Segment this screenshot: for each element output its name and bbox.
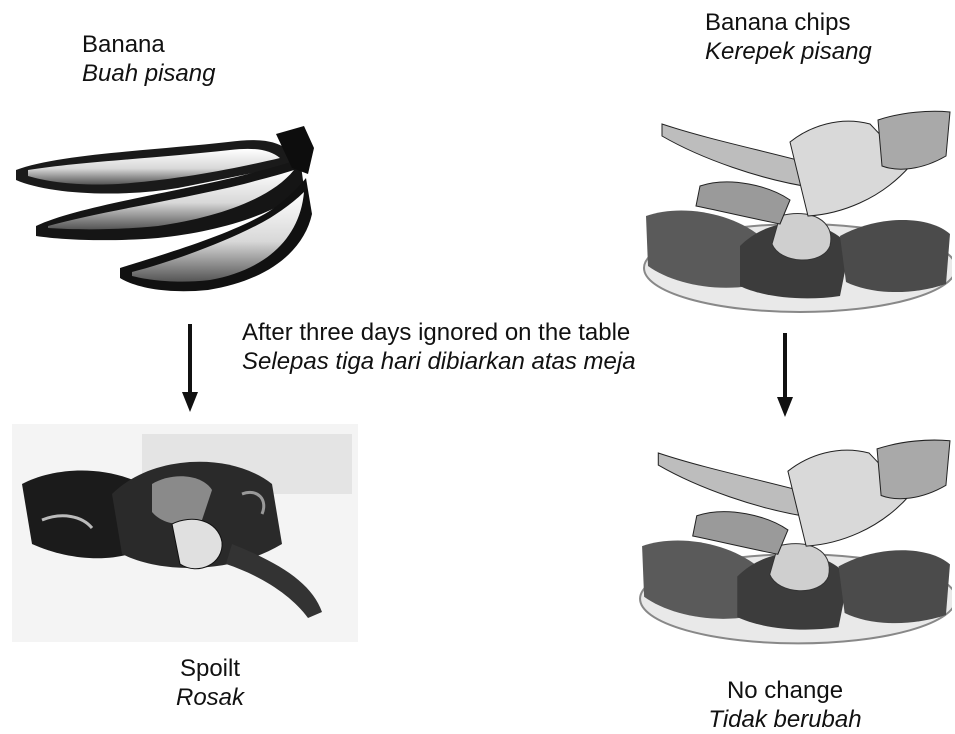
banana-chips-icon-unchanged: [636, 424, 952, 646]
caption-middle-ms: Selepas tiga hari dibiarkan atas meja: [242, 347, 636, 376]
caption-middle: After three days ignored on the table Se…: [242, 318, 636, 376]
banana-chips-label: Banana chips Kerepek pisang: [705, 8, 872, 66]
spoilt-banana-icon: [12, 424, 358, 642]
spoilt-label: Spoilt Rosak: [150, 654, 270, 712]
banana-label: Banana Buah pisang: [82, 30, 215, 88]
down-arrow-left: [180, 324, 200, 414]
no-change-label: No change Tidak berubah: [680, 676, 890, 734]
spoilt-label-ms: Rosak: [150, 683, 270, 712]
no-change-label-en: No change: [680, 676, 890, 705]
banana-chips-icon: [640, 96, 952, 314]
banana-chips-label-ms: Kerepek pisang: [705, 37, 872, 66]
banana-chips-label-en: Banana chips: [705, 8, 872, 37]
banana-bunch-icon: [8, 118, 320, 298]
banana-label-en: Banana: [82, 30, 215, 59]
banana-label-ms: Buah pisang: [82, 59, 215, 88]
caption-middle-en: After three days ignored on the table: [242, 318, 636, 347]
down-arrow-right: [775, 333, 795, 419]
spoilt-label-en: Spoilt: [150, 654, 270, 683]
no-change-label-ms: Tidak berubah: [680, 705, 890, 734]
